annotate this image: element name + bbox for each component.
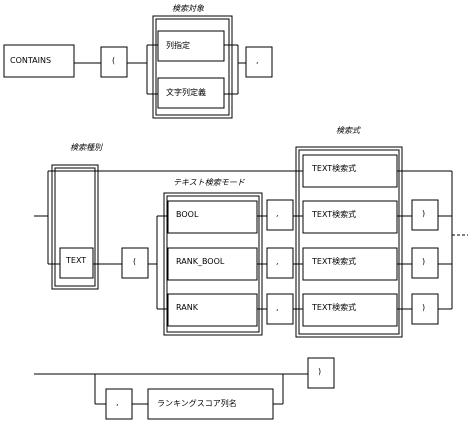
comma-box-3: [266, 247, 294, 279]
column-spec-box: [157, 30, 225, 62]
string-column-spec-box: [157, 77, 225, 109]
expr-label-top: TEXT検索式: [311, 163, 356, 173]
text-box: [59, 247, 94, 279]
contains-label: CONTAINS: [10, 56, 51, 65]
comma-box-4: [266, 293, 294, 325]
comma-label-5: ,: [116, 398, 119, 407]
expr-label-1: TEXT検索式: [311, 209, 356, 219]
lparen-box-2: [121, 247, 149, 279]
section-ranking-score: , ランキングスコア列名 ): [34, 357, 335, 420]
comma-box-1: [245, 46, 273, 78]
rparen-label-3: ): [422, 303, 425, 312]
rparen-label-1: ): [422, 209, 425, 218]
comma-box-5: [105, 388, 133, 420]
rank-bool-label: RANK_BOOL: [176, 257, 225, 266]
bool-label: BOOL: [176, 210, 199, 219]
rparen-box-1: [411, 199, 439, 231]
expr-box-top: [302, 154, 398, 188]
column-spec-label: 列指定: [166, 40, 190, 50]
rank-bool-box: [167, 247, 258, 281]
comma-label-3: ,: [276, 257, 279, 266]
rparen-label-4: ): [318, 367, 321, 376]
ranking-score-column-label: ランキングスコア列名: [157, 398, 237, 408]
lparen-box-1: [100, 46, 128, 78]
expr-box-1: [302, 200, 398, 234]
expr-box-3: [302, 293, 398, 327]
expr-label-2: TEXT検索式: [311, 256, 356, 266]
ranking-score-column-box: [147, 388, 274, 420]
expr-label-3: TEXT検索式: [311, 302, 356, 312]
section-search-target: CONTAINS ( 検索対象 列指定 文字列定義 ,: [3, 4, 273, 119]
contains-box: [3, 44, 75, 78]
rank-label: RANK: [176, 303, 199, 312]
lparen-label-2: (: [133, 257, 136, 266]
lparen-label-1: (: [112, 56, 115, 65]
caption-search-kind: 検索種別: [70, 143, 103, 152]
comma-label-2: ,: [276, 209, 279, 218]
rparen-box-2: [411, 247, 439, 279]
rparen-label-2: ): [422, 257, 425, 266]
comma-label-4: ,: [276, 303, 279, 312]
comma-box-2: [266, 199, 294, 231]
rank-box: [167, 293, 258, 327]
caption-text-mode: テキスト検索モード: [173, 178, 246, 187]
rparen-box-4: [307, 357, 335, 389]
caption-search-target: 検索対象: [172, 4, 205, 13]
section-text-search: 検索種別 テキスト検索モード 検索式 TEXT ( BOOL RANK_BOOL…: [34, 126, 468, 338]
string-column-spec-label: 文字列定義: [166, 87, 206, 97]
expr-box-2: [302, 247, 398, 281]
rparen-box-3: [411, 293, 439, 325]
comma-label-1: ,: [256, 56, 259, 65]
bool-box: [167, 200, 258, 234]
text-label: TEXT: [65, 256, 86, 265]
caption-search-expr: 検索式: [336, 126, 361, 135]
